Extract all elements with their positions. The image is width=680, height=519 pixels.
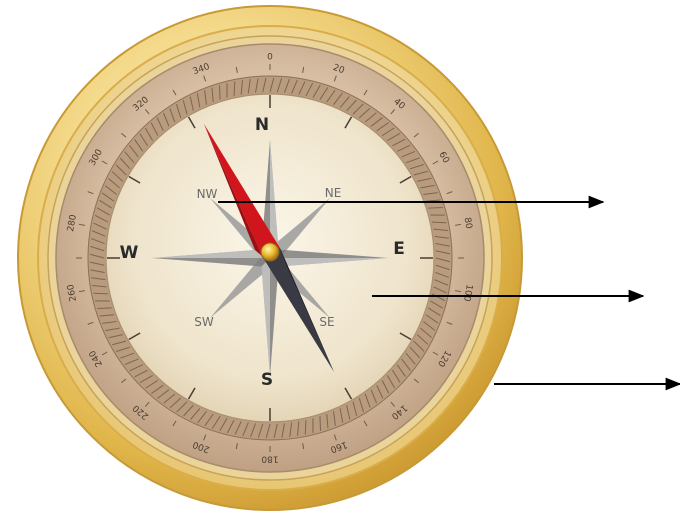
hatch-mark xyxy=(234,81,235,95)
intercardinal-sw: SW xyxy=(194,315,214,329)
cardinal-n: N xyxy=(255,115,269,135)
hatch-mark xyxy=(320,416,321,430)
hatch-mark xyxy=(428,207,442,208)
hatch-mark xyxy=(305,420,306,434)
degree-label: 0 xyxy=(267,53,273,63)
intercardinal-nw: NW xyxy=(197,187,218,201)
cardinal-e: E xyxy=(393,239,405,259)
hatch-mark xyxy=(97,308,111,309)
cardinal-s: S xyxy=(261,370,273,390)
intercardinal-se: SE xyxy=(319,315,334,329)
pivot xyxy=(261,243,279,261)
cardinal-w: W xyxy=(120,243,139,263)
degree-label: 80 xyxy=(462,217,474,230)
hatch-mark xyxy=(219,85,220,99)
degree-label: 180 xyxy=(261,454,278,464)
hatch-mark xyxy=(432,222,446,223)
hatch-mark xyxy=(93,293,107,294)
intercardinal-ne: NE xyxy=(325,186,342,200)
